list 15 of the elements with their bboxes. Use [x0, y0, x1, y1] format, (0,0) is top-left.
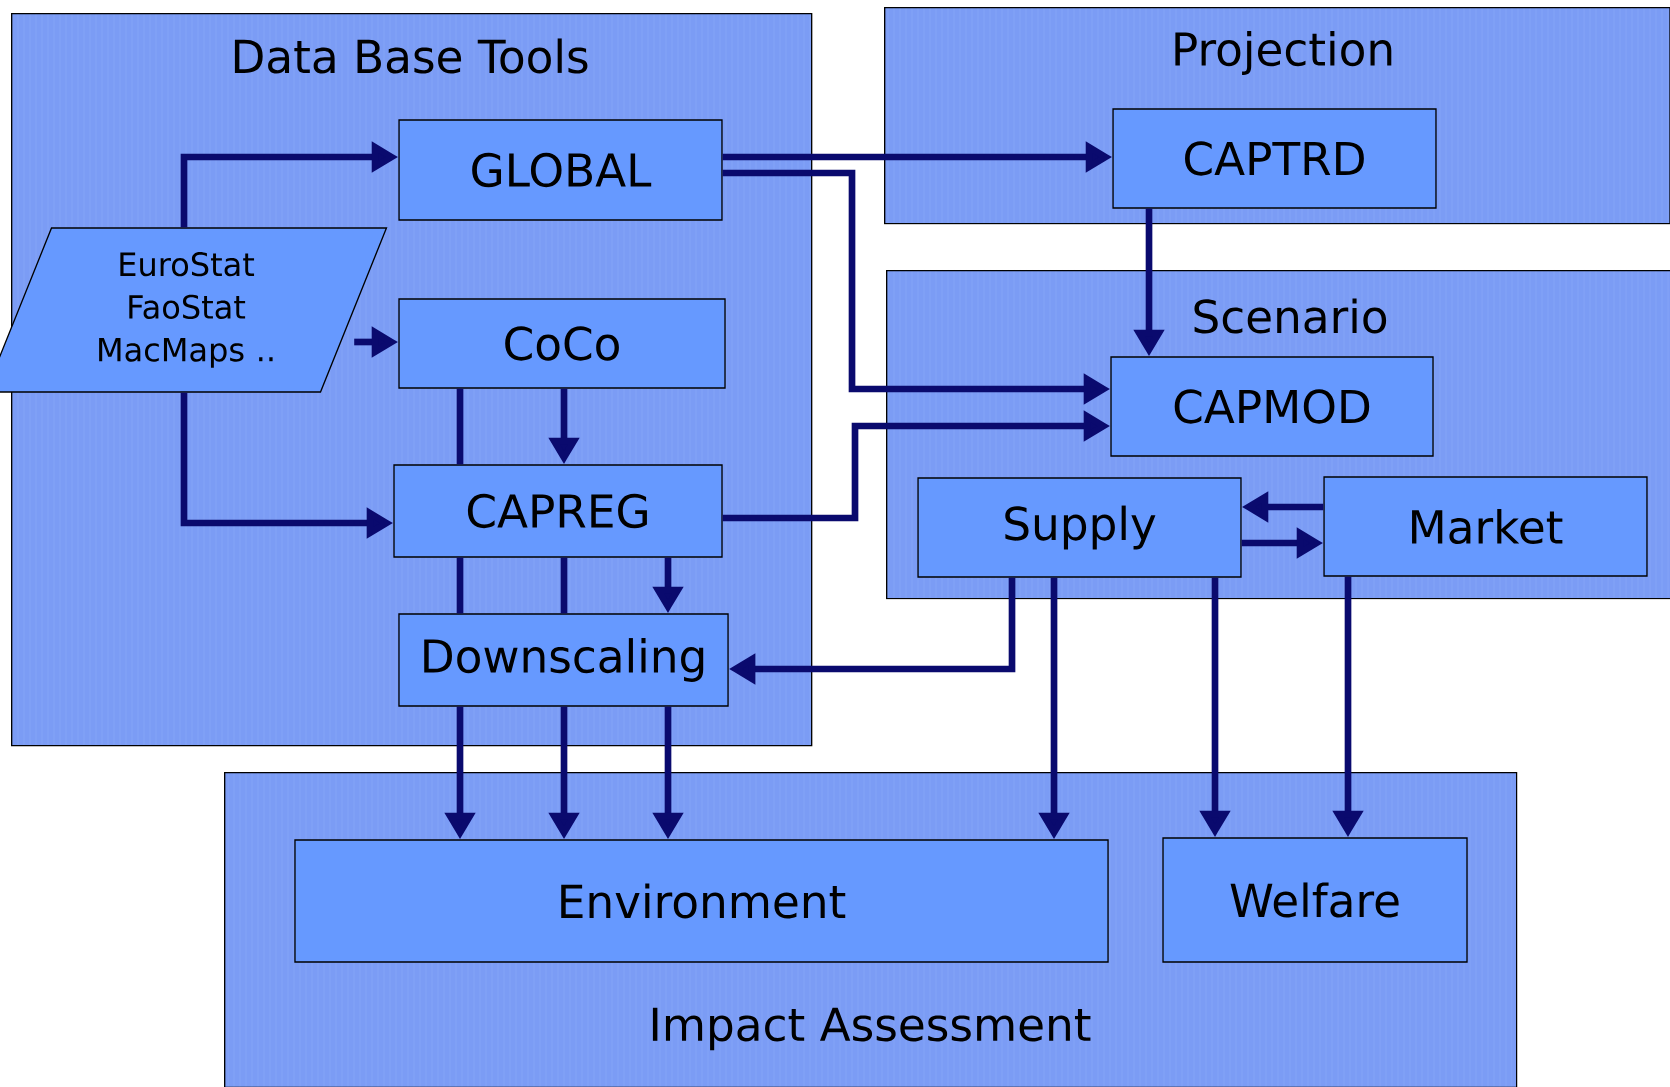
- group-title: Data Base Tools: [234, 38, 588, 74]
- process-box: CAPTRD: [1112, 108, 1437, 209]
- process-box: Market: [1323, 476, 1648, 577]
- process-box: CoCo: [398, 298, 726, 389]
- process-box: Welfare: [1162, 837, 1468, 963]
- group-title: Projection: [1175, 31, 1392, 75]
- process-box: Supply: [917, 477, 1242, 578]
- process-box: Downscaling: [398, 613, 729, 707]
- data-source-parallelogram: EuroStat FaoStat MacMaps ..: [0, 227, 388, 393]
- process-box: CAPMOD: [1110, 356, 1434, 457]
- process-box: CAPREG: [393, 464, 723, 558]
- group-title: Impact Assessment: [652, 1007, 1091, 1051]
- process-box: GLOBAL: [398, 119, 723, 221]
- group-title: Scenario: [1194, 298, 1387, 334]
- process-box: Environment: [294, 839, 1109, 963]
